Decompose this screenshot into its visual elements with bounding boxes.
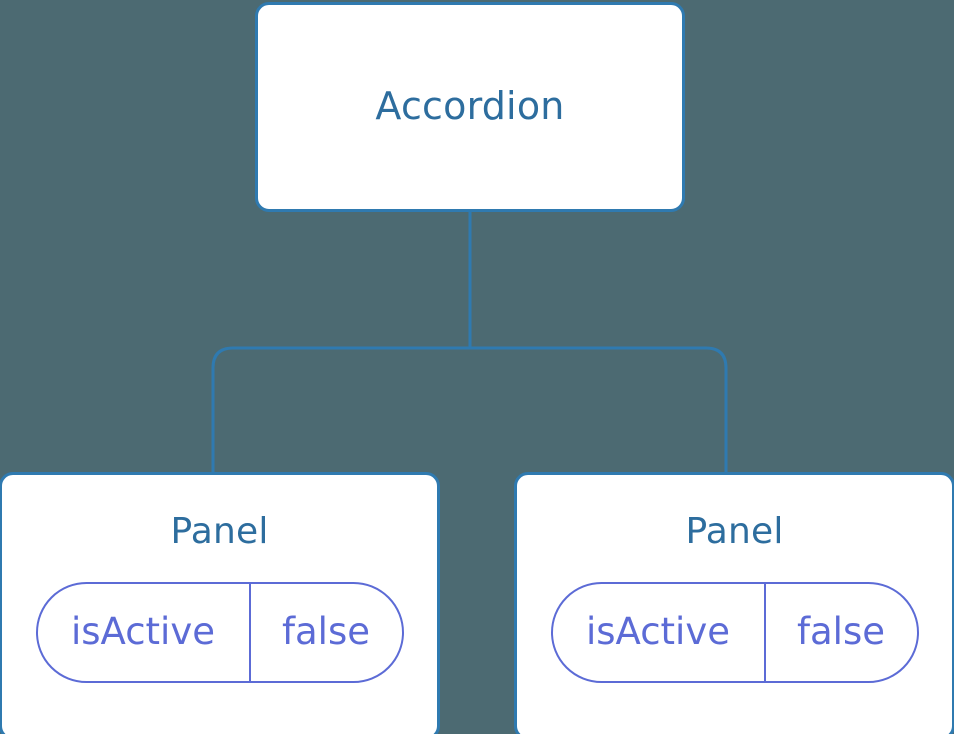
node-panel-1[interactable]: Panel isActive false	[0, 472, 440, 734]
node-accordion-label: Accordion	[375, 84, 565, 129]
panel-1-state-row: isActive false	[2, 551, 437, 683]
node-accordion[interactable]: Accordion	[255, 2, 685, 212]
panel-1-state-value: false	[281, 609, 371, 653]
node-panel-2-label: Panel	[685, 511, 784, 552]
node-panel-1-label: Panel	[170, 511, 269, 552]
node-panel-2[interactable]: Panel isActive false	[514, 472, 954, 734]
panel-2-state-value: false	[796, 609, 886, 653]
panel-2-state-badge[interactable]: isActive false	[550, 581, 919, 683]
panel-2-state-key: isActive	[553, 583, 766, 681]
panel-1-state-key: isActive	[38, 583, 251, 681]
panel-1-state-badge[interactable]: isActive false	[35, 581, 404, 683]
edge-to-panel-2	[470, 346, 728, 476]
edge-to-panel-1	[211, 346, 470, 476]
panel-2-state-row: isActive false	[517, 551, 952, 683]
